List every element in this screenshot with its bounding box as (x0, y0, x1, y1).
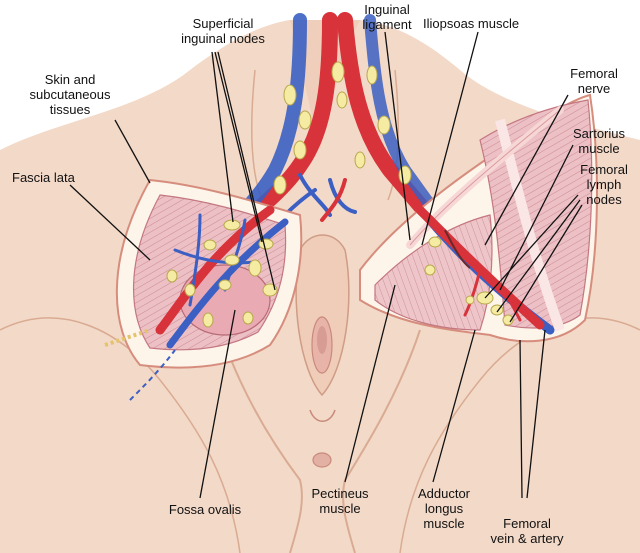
label-inguinal-ligament: Inguinal ligament (362, 2, 412, 32)
label-femoral-nerve: Femoral nerve (570, 66, 618, 96)
superficial-inguinal-node-cluster (166, 219, 278, 328)
label-fossa-ovalis: Fossa ovalis (168, 502, 242, 517)
femoral-lymph-node-cluster (424, 236, 514, 326)
label-femoral-lymph-nodes: Femoral lymph nodes (580, 162, 628, 207)
label-superficial-inguinal-nodes: Superficial inguinal nodes (181, 16, 265, 46)
label-adductor-longus-muscle: Adductor longus muscle (417, 486, 471, 531)
label-skin-subcutaneous-tissues: Skin and subcutaneous tissues (29, 72, 111, 117)
label-fascia-lata: Fascia lata (12, 170, 75, 185)
label-femoral-vein-artery: Femoral vein & artery (490, 516, 564, 546)
vulva (295, 234, 350, 468)
label-pectineus-muscle: Pectineus muscle (311, 486, 369, 516)
right-dissection (359, 93, 598, 343)
label-sartorius-muscle: Sartorius muscle (572, 126, 626, 156)
para-aortic-nodes (273, 61, 412, 195)
leader-lines (69, 31, 583, 499)
label-iliopsoas-muscle: Iliopsoas muscle (423, 16, 520, 31)
